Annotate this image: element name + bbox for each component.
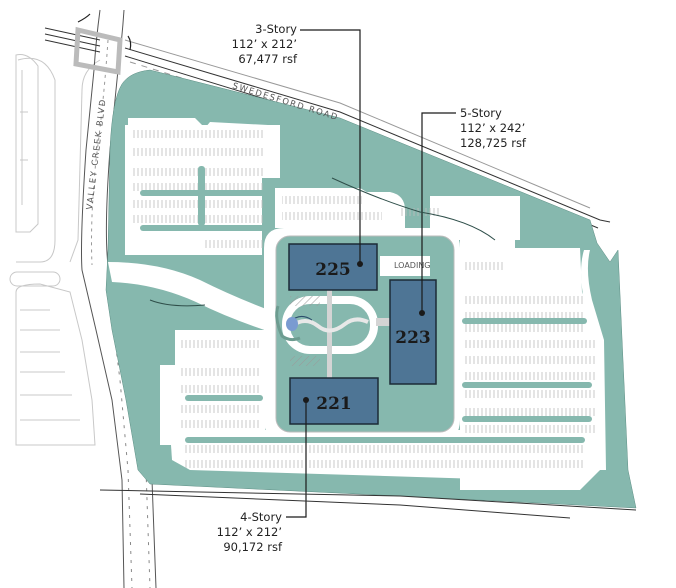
callout-leaders — [286, 29, 456, 518]
building-223-label: 223 — [395, 328, 431, 348]
callout-building-223: 5-Story 112’ x 242’ 128,725 rsf — [460, 106, 560, 151]
callout-building-221: 4-Story 112’ x 212’ 90,172 rsf — [200, 510, 282, 555]
building-225[interactable]: 225 — [288, 243, 378, 291]
building-223[interactable]: 223 — [389, 279, 437, 385]
property-line-south — [99, 489, 637, 519]
callout-building-225: 3-Story 112’ x 212’ 67,477 rsf — [215, 22, 297, 67]
building-223-dimensions: 112’ x 242’ — [460, 121, 526, 135]
building-221-stories: 4-Story — [240, 510, 282, 524]
building-221-label: 221 — [316, 394, 352, 414]
loading-label: LOADING — [394, 261, 431, 270]
building-221-area: 90,172 rsf — [223, 540, 282, 554]
building-223-area: 128,725 rsf — [460, 136, 526, 150]
building-223-stories: 5-Story — [460, 106, 502, 120]
parking-islands — [140, 166, 592, 443]
building-221-dimensions: 112’ x 212’ — [216, 525, 282, 539]
building-221[interactable]: 221 — [289, 377, 379, 425]
adjacent-parcel — [9, 54, 101, 446]
building-225-label: 225 — [315, 260, 351, 280]
pond — [286, 317, 298, 331]
building-225-area: 67,477 rsf — [238, 52, 297, 66]
building-225-dimensions: 112’ x 212’ — [231, 37, 297, 51]
valley-creek-blvd-label: VALLEY CREEK BLVD — [85, 98, 109, 211]
intersection — [73, 13, 132, 75]
swale-lines — [149, 177, 496, 307]
building-225-stories: 3-Story — [255, 22, 297, 36]
loading-area[interactable]: LOADING — [380, 256, 431, 276]
